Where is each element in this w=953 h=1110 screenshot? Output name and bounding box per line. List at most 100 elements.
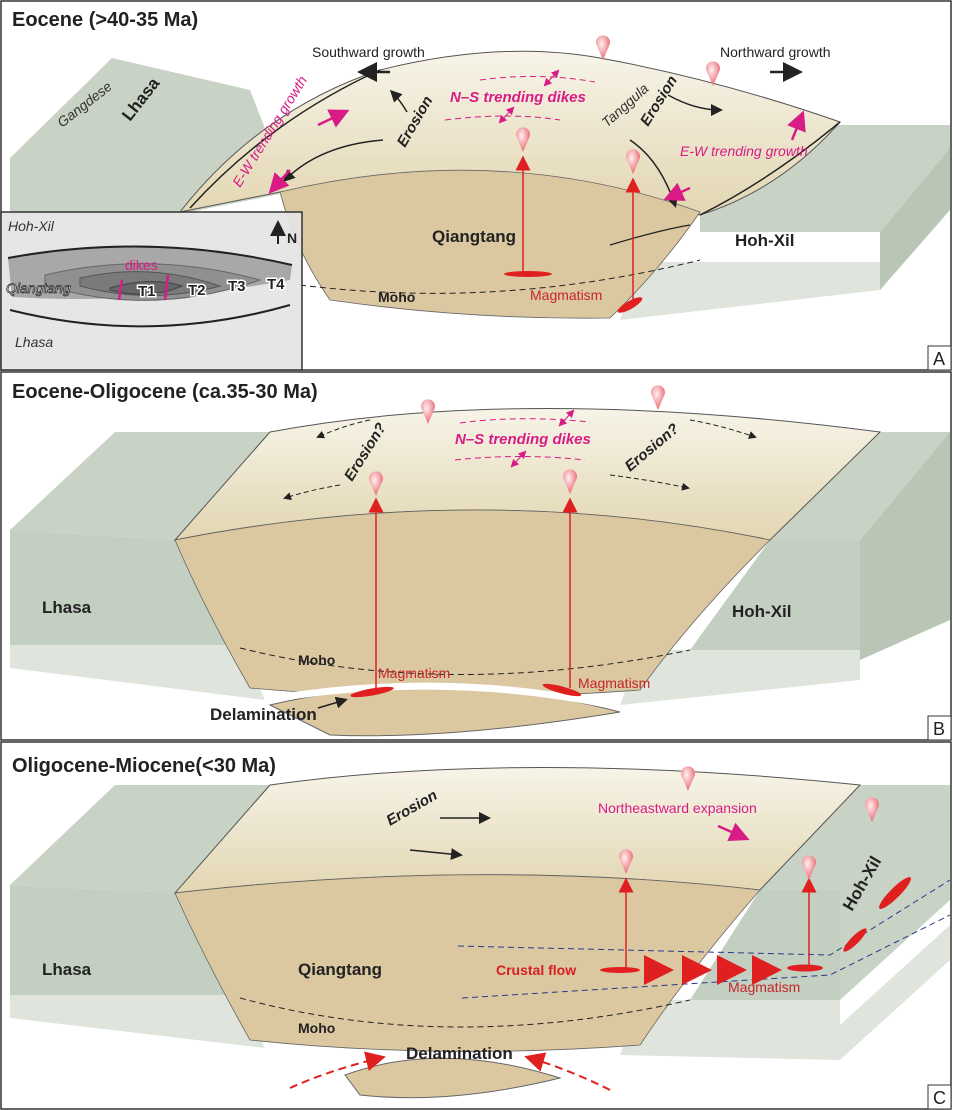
panel-letter: C (933, 1088, 946, 1108)
northward-growth-label: Northward growth (720, 44, 831, 60)
panel-title: Eocene (>40-35 Ma) (12, 9, 198, 31)
moho-label: Moho (378, 289, 415, 305)
hohxil-label: Hoh-Xil (735, 231, 795, 250)
erosion-arrow (283, 484, 341, 500)
magmatism-label: Magmatism (728, 979, 800, 995)
delamination-arrow (289, 1051, 386, 1089)
panel-letter: A (933, 349, 945, 369)
erosion-arrow (316, 419, 371, 439)
expansion-label: Northeastward expansion (598, 800, 757, 816)
dikes-label: N–S trending dikes (455, 431, 591, 448)
moho-label: Moho (298, 652, 335, 668)
inset-dikes-label: dikes (125, 257, 158, 273)
hohxil-block (690, 540, 860, 650)
erosion-arrow (409, 848, 463, 861)
lhasa-label: Lhasa (42, 960, 92, 979)
panel-a: Eocene (>40-35 Ma) Southward growth Nort… (0, 0, 952, 371)
lhasa-base-layer (10, 995, 265, 1048)
inset-thrust-south (9, 304, 291, 328)
magma-chamber (542, 683, 582, 697)
panel-c: Oligocene-Miocene(<30 Ma) Erosion Northe… (0, 741, 952, 1110)
erosion-arrow (389, 89, 408, 113)
panel-b: Eocene-Oligocene (ca.35-30 Ma) N–S trend… (0, 371, 952, 741)
erosion-arrow (689, 419, 757, 439)
panel-title: Eocene-Oligocene (ca.35-30 Ma) (12, 381, 318, 403)
inset-lhasa-label: Lhasa (15, 334, 53, 350)
lhasa-block-top (10, 785, 270, 893)
delaminated-lithosphere (344, 1057, 562, 1099)
inset-t4-label: T4 (267, 276, 285, 293)
panel-letter: B (933, 719, 945, 739)
thrust-fault-right (699, 121, 841, 216)
dike-extension-arrow (498, 106, 515, 124)
dike-line (459, 418, 591, 424)
expansion-arrow (717, 822, 750, 842)
lhasa-base-layer (10, 645, 265, 700)
hohxil-base-layer (620, 925, 950, 1060)
magma-chamber (879, 877, 911, 909)
flow-line (609, 224, 691, 246)
magmatism-label: Magmatism (578, 675, 650, 691)
hohxil-block-side (860, 432, 950, 660)
inset-thrust-north (7, 245, 293, 266)
magma-chamber (843, 928, 867, 952)
panel-letter-box (927, 345, 952, 371)
delamination-label: Delamination (406, 1044, 513, 1063)
hohxil-block-side (880, 148, 950, 290)
panel-letter-box (927, 715, 952, 741)
delamination-label: Delamination (210, 705, 317, 724)
inset-qiangtang-label: Qiangtang (6, 280, 71, 296)
zone-t1 (109, 280, 184, 295)
magma-chamber (350, 686, 394, 698)
magma-chamber (600, 967, 640, 973)
north-label: N (287, 230, 297, 246)
dike-extension-arrow (558, 409, 575, 427)
lhasa-label: Lhasa (42, 598, 92, 617)
magma-chamber (787, 964, 823, 972)
moho-line (239, 997, 691, 1028)
panel-letter-box (927, 1084, 952, 1110)
delamination-arrow (317, 696, 348, 709)
hohxil-block (700, 125, 950, 232)
hohxil-base-layer (620, 650, 860, 705)
qiangtang-crust (174, 874, 761, 1052)
growth-arrow (317, 109, 350, 128)
inset-dike (117, 279, 124, 301)
magma-chamber (504, 271, 552, 277)
lhasa-block-top (10, 432, 270, 540)
delamination-arrow (524, 1052, 611, 1091)
qiangtang-label: Qiangtang (298, 960, 382, 979)
lhasa-block (10, 885, 240, 995)
crustal-flow-label: Crustal flow (496, 962, 576, 978)
qiangtang-crust (174, 509, 771, 698)
crustal-flow-boundary (457, 879, 951, 956)
inset-t3-label: T3 (228, 278, 246, 295)
thrust-fault-left (189, 69, 381, 209)
dikes-label: N–S trending dikes (450, 89, 586, 106)
lhasa-block (10, 530, 240, 645)
plateau-surface (173, 767, 862, 894)
delamination-gap (264, 682, 611, 709)
crustal-flow-boundary (461, 914, 951, 999)
erosion-arrow (282, 139, 384, 183)
hohxil-base-layer (620, 262, 880, 320)
hohxil-label: Hoh-Xil (732, 602, 792, 621)
growth-arrow (663, 182, 691, 201)
dike-line (479, 75, 596, 83)
inset-map: Hoh-Xil N Qiangtang dikes T1 T2 T3 T4 Lh… (0, 211, 303, 371)
erosion-arrow (667, 94, 723, 116)
inset-t1-label: T1 (138, 283, 156, 300)
magmatism-label: Magmatism (378, 665, 450, 681)
growth-arrow (268, 169, 291, 194)
southward-growth-label: Southward growth (312, 44, 425, 60)
qiangtang-label: Qiangtang (432, 227, 516, 246)
inset-t2-label: T2 (188, 282, 206, 299)
ew-growth-label: E-W trending growth (680, 143, 808, 159)
panel-title: Oligocene-Miocene(<30 Ma) (12, 755, 276, 777)
moho-line (299, 259, 701, 294)
hohxil-block-top (770, 432, 950, 540)
inset-dike (163, 274, 170, 301)
dike-extension-arrow (543, 69, 560, 87)
magma-chamber (617, 297, 643, 313)
